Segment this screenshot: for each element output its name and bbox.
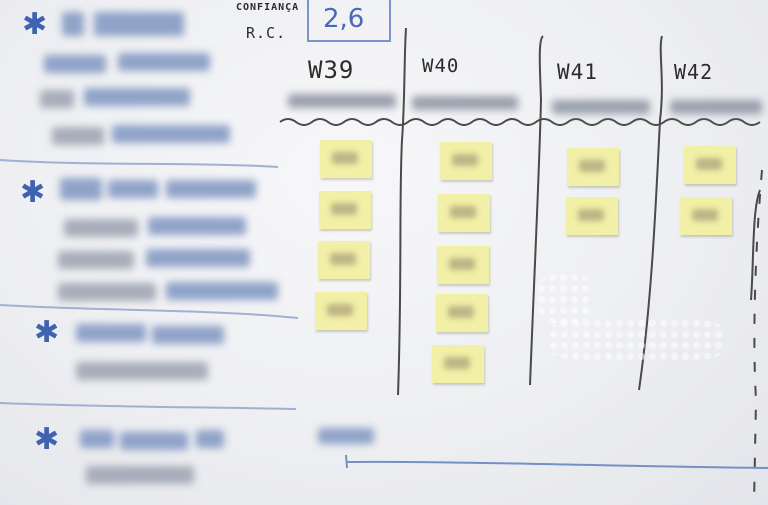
sticky-note — [432, 345, 484, 383]
sticky-note — [318, 241, 370, 279]
week-header: W41 — [557, 60, 598, 84]
column-divider — [397, 27, 407, 396]
sticky-note — [684, 146, 736, 184]
timeline-line — [345, 460, 768, 469]
sticky-note — [437, 246, 489, 284]
week-header: W39 — [308, 56, 355, 84]
sticky-note — [436, 294, 488, 332]
kpi-label-line2: R.C. — [246, 24, 287, 42]
sticky-note — [566, 197, 618, 235]
kpi-box — [307, 0, 391, 42]
asterisk-icon: ✱ — [34, 422, 60, 457]
sticky-note — [320, 140, 372, 178]
list-separator-line — [0, 159, 279, 168]
sticky-note — [438, 194, 490, 232]
list-separator-line — [0, 402, 297, 410]
column-divider-dashed — [753, 169, 763, 505]
asterisk-icon: ✱ — [22, 7, 48, 42]
kpi-value: 2,6 — [323, 4, 365, 34]
week-header: W40 — [422, 55, 460, 77]
header-underline — [279, 118, 761, 126]
sticky-note — [319, 191, 371, 229]
sticky-note — [567, 148, 619, 186]
timeline-tick — [345, 454, 348, 469]
asterisk-icon: ✱ — [20, 175, 46, 210]
kpi-label-line1: CONFIANÇA — [236, 2, 300, 13]
column-divider — [529, 35, 544, 386]
glare-reflection — [536, 272, 594, 324]
column-divider — [750, 189, 761, 301]
sticky-note — [440, 142, 492, 180]
asterisk-icon: ✱ — [34, 315, 60, 350]
sticky-note — [315, 292, 367, 330]
glare-reflection — [548, 318, 726, 362]
list-separator-line — [0, 304, 299, 319]
week-header: W42 — [674, 60, 714, 84]
sticky-note — [680, 197, 732, 235]
